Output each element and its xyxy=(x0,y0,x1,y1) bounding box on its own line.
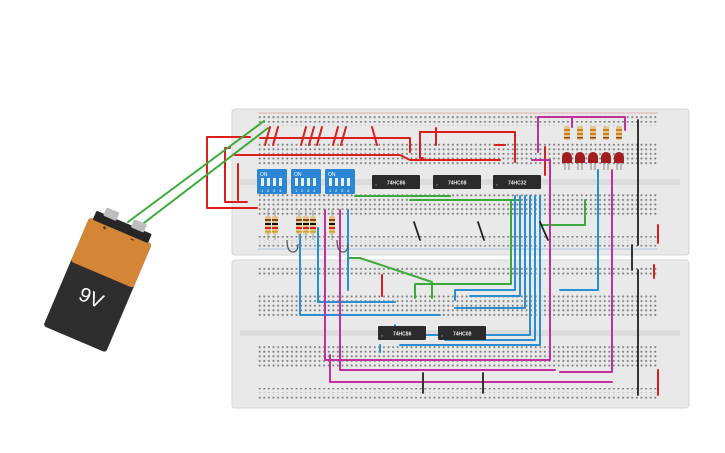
dip-switch-1[interactable]: ON 1 2 3 4 xyxy=(257,169,287,194)
dip-pos-label: 1 xyxy=(295,188,298,193)
dip-switch-2[interactable]: ON 1 2 3 4 xyxy=(291,169,321,194)
chip-label: 74HC32 xyxy=(508,181,527,187)
battery-terminal-plus xyxy=(103,207,120,221)
battery-9v[interactable]: + − 9V xyxy=(43,203,158,353)
dip-pos-label: 1 xyxy=(261,188,264,193)
dip-switches: ON 1 2 3 4 ON 1 2 3 4 ON xyxy=(257,169,355,194)
resistor[interactable] xyxy=(616,126,622,140)
wires-magenta xyxy=(324,116,626,383)
dip-on-label: ON xyxy=(294,172,302,178)
chip-74hc08-bottom[interactable]: 74HC08 xyxy=(438,326,486,340)
dip-on-label: ON xyxy=(260,172,268,178)
resistor-lead xyxy=(286,239,299,253)
wires-black xyxy=(413,119,639,396)
chip-label: 74HC08 xyxy=(453,332,472,338)
led-4[interactable] xyxy=(601,152,611,170)
wires-green xyxy=(127,120,586,299)
resistor[interactable] xyxy=(590,126,596,140)
resistor[interactable] xyxy=(603,126,609,140)
dip-pos-label: 3 xyxy=(273,188,276,193)
resistor[interactable] xyxy=(265,210,271,240)
dip-pos-label: 4 xyxy=(313,188,316,193)
leds xyxy=(562,152,624,170)
dip-switch-3[interactable]: ON 1 2 3 4 xyxy=(325,169,355,194)
chip-label: 74HC86 xyxy=(387,181,406,187)
resistors-left xyxy=(265,210,349,253)
dip-pos-label: 4 xyxy=(347,188,350,193)
led-1[interactable] xyxy=(562,152,572,170)
resistor[interactable] xyxy=(564,126,570,140)
led-3[interactable] xyxy=(588,152,598,170)
led-2[interactable] xyxy=(575,152,585,170)
battery-plus-label: + xyxy=(101,224,108,232)
led-5[interactable] xyxy=(614,152,624,170)
chip-74hc86-bottom[interactable]: 74HC86 xyxy=(378,326,426,340)
resistor[interactable] xyxy=(296,210,302,240)
resistor[interactable] xyxy=(310,210,316,240)
chip-label: 74HC86 xyxy=(393,332,412,338)
resistor-lead xyxy=(336,239,349,253)
dip-pos-label: 4 xyxy=(279,188,282,193)
wires-red xyxy=(206,126,659,396)
wires-blue xyxy=(299,169,599,353)
dip-pos-label: 2 xyxy=(301,188,304,193)
resistors-led xyxy=(564,126,622,140)
resistor[interactable] xyxy=(272,210,278,240)
chip-label: 74HC08 xyxy=(448,181,467,187)
resistor[interactable] xyxy=(577,126,583,140)
dip-pos-label: 2 xyxy=(335,188,338,193)
chip-74hc08-top[interactable]: 74HC08 xyxy=(433,175,481,189)
battery-terminal-minus xyxy=(131,219,147,233)
chip-74hc32-top[interactable]: 74HC32 xyxy=(493,175,541,189)
dip-on-label: ON xyxy=(328,172,336,178)
dip-pos-label: 1 xyxy=(329,188,332,193)
battery-minus-label: − xyxy=(129,236,136,244)
chips: 74HC86 74HC08 74HC32 74HC86 74HC08 xyxy=(372,175,541,340)
dip-pos-label: 3 xyxy=(341,188,344,193)
chip-74hc86-top[interactable]: 74HC86 xyxy=(372,175,420,189)
resistor[interactable] xyxy=(303,210,309,240)
dip-pos-label: 2 xyxy=(267,188,270,193)
dip-pos-label: 3 xyxy=(307,188,310,193)
resistor[interactable] xyxy=(329,210,335,240)
